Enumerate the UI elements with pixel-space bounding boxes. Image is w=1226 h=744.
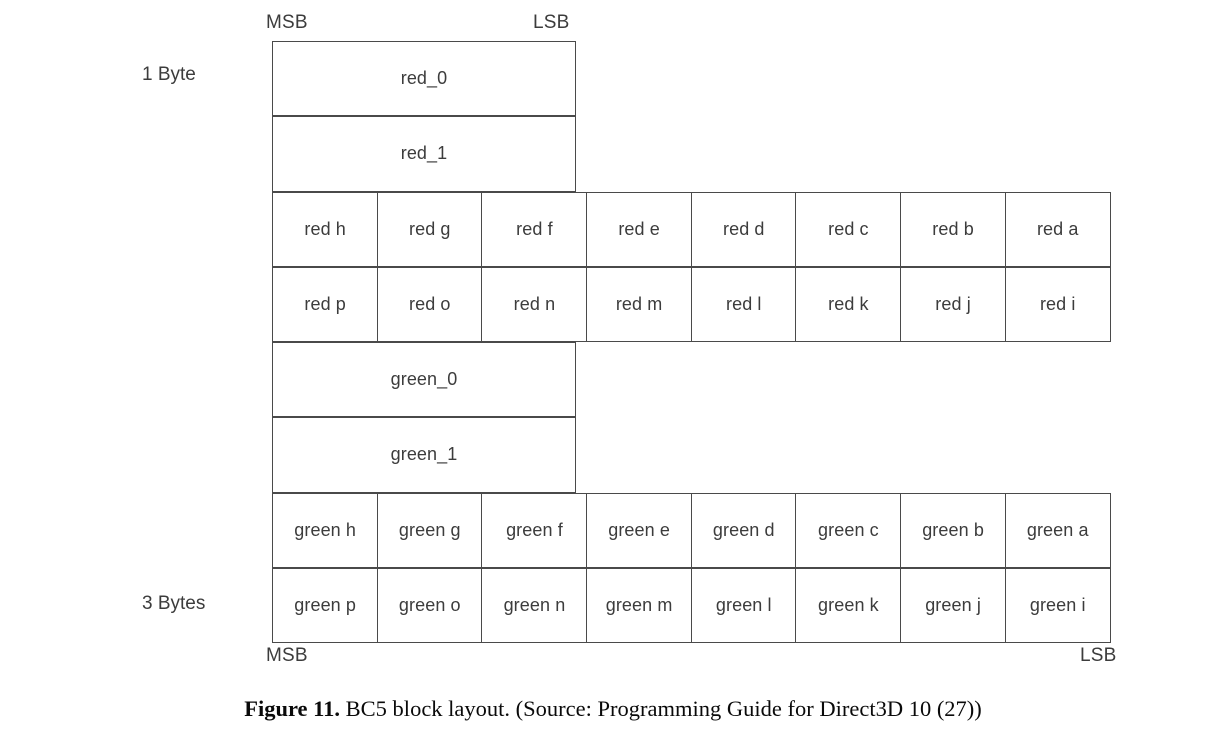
lsb-label-bottom: LSB — [1080, 645, 1117, 666]
figure-caption-text: BC5 block layout. (Source: Programming G… — [340, 696, 982, 721]
byte-size-label-bottom: 3 Bytes — [142, 593, 206, 614]
bit-cell: red i — [1004, 266, 1111, 342]
bit-cell: red p — [272, 266, 379, 342]
figure-caption-label: Figure 11. — [244, 696, 341, 721]
bit-cell: green c — [795, 492, 902, 568]
bit-cell: green d — [690, 492, 797, 568]
bit-cell: green p — [272, 567, 379, 643]
green-0-row: green_0 — [272, 342, 576, 418]
bit-cell: red o — [376, 266, 483, 342]
bit-cell: green l — [690, 567, 797, 643]
bit-cell: red c — [795, 191, 902, 267]
msb-label-top: MSB — [266, 12, 308, 33]
bit-cell: red g — [376, 191, 483, 267]
bit-cell: red f — [481, 191, 588, 267]
bit-cell: green o — [376, 567, 483, 643]
bit-cell: red d — [690, 191, 797, 267]
bit-cell: green n — [481, 567, 588, 643]
bit-cell: red l — [690, 266, 797, 342]
byte-cell: green_1 — [272, 417, 576, 493]
lsb-label-top: LSB — [533, 12, 570, 33]
green-1-row: green_1 — [272, 417, 576, 493]
bit-cell: red b — [899, 191, 1007, 267]
msb-label-bottom: MSB — [266, 645, 308, 666]
bit-cell: red m — [585, 266, 693, 342]
bit-cell: red e — [585, 191, 693, 267]
bit-cell: green k — [795, 567, 902, 643]
byte-cell: red_0 — [272, 41, 576, 117]
figure-caption: Figure 11. BC5 block layout. (Source: Pr… — [0, 696, 1226, 722]
byte-cell: red_1 — [272, 116, 576, 192]
bit-cell: red a — [1004, 191, 1111, 267]
byte-size-label-top: 1 Byte — [142, 64, 196, 85]
bit-cell: red n — [481, 266, 588, 342]
red-0-row: red_0 — [272, 41, 576, 117]
bit-cell: green m — [585, 567, 693, 643]
bit-cell: green a — [1004, 492, 1111, 568]
red-1-row: red_1 — [272, 116, 576, 192]
bit-cell: green j — [899, 567, 1007, 643]
bit-cell: green e — [585, 492, 693, 568]
bit-cell: red k — [795, 266, 902, 342]
byte-cell: green_0 — [272, 342, 576, 418]
bit-cell: green i — [1004, 567, 1111, 643]
bit-cell: green b — [899, 492, 1007, 568]
bit-cell: green h — [272, 492, 379, 568]
bit-cell: green g — [376, 492, 483, 568]
bit-cell: red j — [899, 266, 1007, 342]
bit-cell: green f — [481, 492, 588, 568]
bit-cell: red h — [272, 191, 379, 267]
